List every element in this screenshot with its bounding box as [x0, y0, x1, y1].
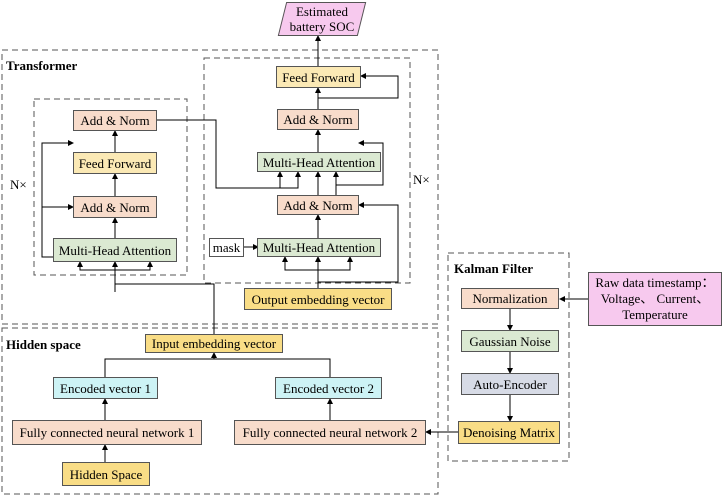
hidden-space-box: Hidden Space: [62, 462, 150, 486]
decoder-feed-forward: Feed Forward: [276, 66, 361, 88]
encoder-feed-forward: Feed Forward: [73, 152, 157, 174]
hidden-space-title: Hidden space: [6, 337, 81, 352]
decoder-cross-attention: Multi-Head Attention: [257, 152, 381, 172]
encoder-add-norm-top: Add & Norm: [73, 110, 157, 131]
transformer-container: [1, 49, 439, 325]
fully-connected-network-2: Fully connected neural network 2: [234, 420, 426, 445]
soc-output: Estimated battery SOC: [277, 2, 367, 36]
encoder-multi-head-attention: Multi-Head Attention: [53, 238, 177, 262]
decoder-add-norm-mid: Add & Norm: [277, 195, 359, 215]
decoder-add-norm-top: Add & Norm: [277, 109, 359, 130]
encoder-add-norm-bottom: Add & Norm: [73, 196, 157, 218]
output-embedding-vector: Output embedding vector: [244, 288, 392, 310]
transformer-title: Transformer: [6, 58, 78, 73]
auto-encoder-box: Auto-Encoder: [461, 373, 559, 395]
decoder-repeat-label: N×: [413, 172, 430, 187]
denoising-matrix-box: Denoising Matrix: [458, 421, 560, 444]
kalman-container: [447, 252, 570, 462]
gaussian-noise-box: Gaussian Noise: [461, 330, 559, 352]
kalman-title: Kalman Filter: [454, 261, 534, 276]
encoder-repeat-label: N×: [10, 177, 27, 192]
raw-data-input: Raw data timestamp： Voltage、 Current、 Te…: [588, 272, 722, 326]
decoder-masked-attention: Multi-Head Attention: [257, 238, 381, 257]
decoder-stack: [203, 57, 411, 284]
soc-output-label: Estimated battery SOC: [289, 4, 355, 34]
encoder-stack: [33, 98, 188, 276]
encoded-vector-1: Encoded vector 1: [53, 377, 158, 399]
encoded-vector-2: Encoded vector 2: [275, 377, 382, 399]
fully-connected-network-1: Fully connected neural network 1: [12, 420, 202, 445]
input-embedding-vector: Input embedding vector: [145, 334, 283, 353]
hidden-space-container: [1, 327, 439, 495]
mask-label: mask: [209, 238, 244, 257]
normalization-box: Normalization: [461, 288, 559, 309]
